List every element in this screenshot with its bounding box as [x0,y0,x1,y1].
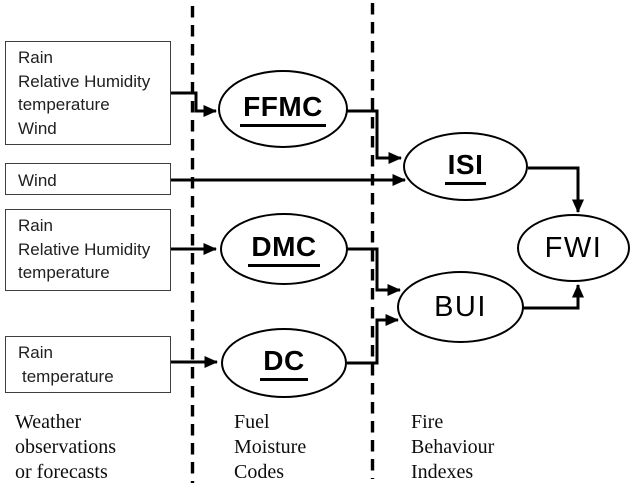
input-box-dmc-weather: Rain Relative Humidity temperature [5,209,171,291]
node-dmc-label: DMC [248,231,320,267]
input-line: Rain [18,48,53,67]
section-line: Fuel [234,411,270,433]
input-line: temperature [18,95,110,114]
section-line: Codes [234,461,284,483]
node-isi-label: ISI [444,149,487,185]
input-line: temperature [22,366,114,386]
section-line: Behaviour [411,436,495,458]
input-line: Rain [18,216,53,235]
node-fwi-label: FWI [544,231,603,264]
input-line: Wind [18,171,57,190]
node-ffmc: FFMC [218,70,348,148]
arrow-dmc-to-bui [347,247,401,296]
input-line: temperature [18,263,110,282]
node-isi: ISI [403,132,528,201]
input-box-ffmc-weather: Rain Relative Humidity temperature Wind [5,41,171,145]
arrow-isi-to-fwi [528,166,584,213]
arrow-dc-to-bui [347,314,399,365]
input-box-dc-weather: Rain temperature [5,336,171,393]
section-line: or forecasts [15,461,108,483]
arrow-weather1-to-ffmc [170,91,217,117]
node-bui: BUI [397,271,524,343]
input-line: Rain [18,343,53,362]
node-dc-label: DC [260,345,308,381]
node-fwi: FWI [517,214,630,282]
input-line: Wind [18,118,57,138]
node-bui-label: BUI [434,290,487,323]
section-line: observations [15,436,117,458]
arrow-bui-to-fwi [523,284,584,310]
input-line: Relative Humidity [18,71,151,91]
section-line: Fire [411,411,444,433]
input-line: Relative Humidity [18,239,151,259]
section-label-weather-observations: Weather observations or forecasts [15,410,116,485]
section-line: Indexes [411,461,474,483]
section-label-fire-behaviour-indexes: Fire Behaviour Indexes [411,410,494,485]
node-dmc: DMC [220,213,348,285]
section-line: Weather [15,411,82,433]
node-dc: DC [221,328,347,398]
section-label-fuel-moisture-codes: Fuel Moisture Codes [234,410,306,485]
arrow-ffmc-to-isi [347,109,402,164]
input-box-wind: Wind [5,163,171,195]
section-line: Moisture [234,436,307,458]
node-ffmc-label: FFMC [240,91,326,127]
